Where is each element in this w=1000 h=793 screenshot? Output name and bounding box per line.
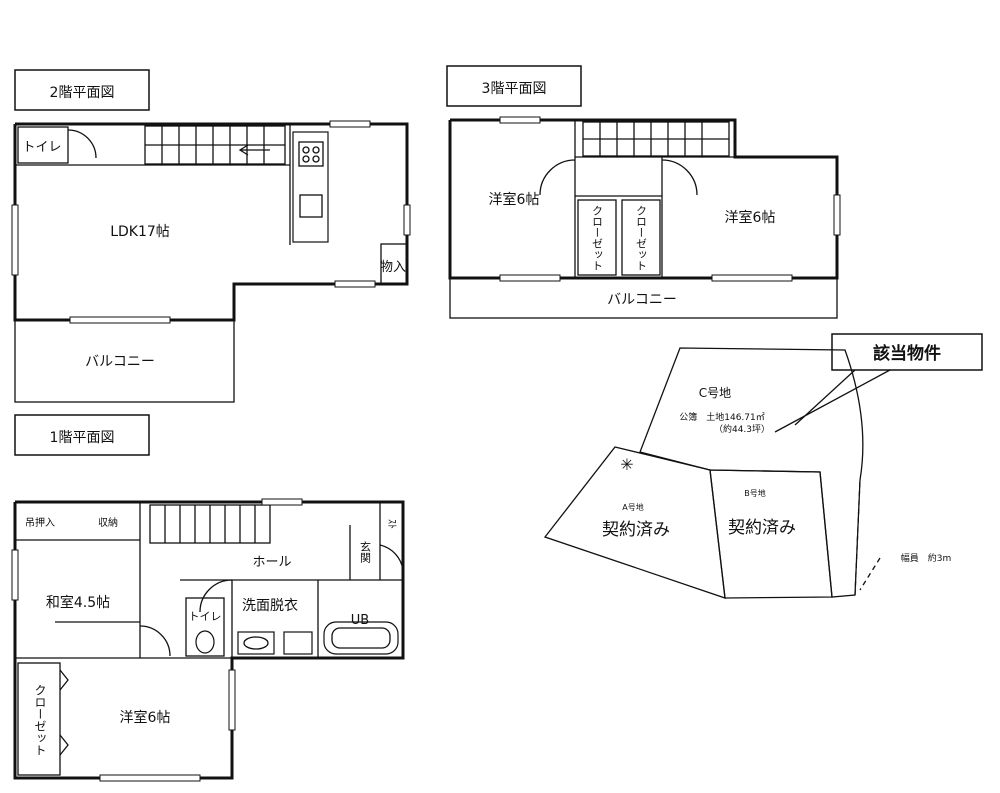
window [11, 204, 19, 276]
floor1-closet-outline [17, 662, 61, 776]
closet-a-outline [577, 199, 617, 276]
window [11, 549, 19, 601]
callout-leader [774, 369, 891, 433]
door-swing [199, 579, 233, 613]
lot-c-outline [639, 347, 864, 598]
closet-b-outline [621, 199, 661, 276]
floor2-balcony-label: バルコニー [85, 354, 155, 370]
lot-a-title: A号地 [622, 502, 643, 512]
lot-c-title: C号地 [699, 386, 731, 400]
window [499, 274, 561, 282]
site-callout-label: 該当物件 [873, 343, 941, 364]
window [833, 194, 841, 236]
floor1-shoes-label: ｽﾄ [386, 519, 397, 529]
floor2-walls [13, 122, 409, 322]
floor2-storage-label: 物入 [380, 260, 406, 275]
window [711, 274, 793, 282]
road-width-label: 幅員 約3m [901, 552, 952, 564]
window [329, 120, 371, 128]
window [99, 774, 201, 782]
floor2-ldk-label: LDK17帖 [110, 224, 170, 240]
door-swing [379, 544, 404, 571]
window [228, 669, 236, 731]
floor1-closet-label: クローゼット [33, 684, 47, 756]
window [403, 204, 411, 236]
washing-machine [283, 631, 313, 655]
floor2-toilet-room [17, 126, 69, 164]
floor1-entrance-label: 玄関 [359, 540, 372, 563]
floor3-east-room-label: 洋室6帖 [725, 209, 776, 226]
floor1-hall-label: ホール [252, 555, 291, 570]
floor2-toilet-label: トイレ [22, 140, 61, 155]
floor2-title-box [14, 69, 150, 111]
road-edge [854, 479, 861, 596]
floor1-storage-left-label: 吊押入 [25, 516, 55, 529]
lot-b-title: B号地 [744, 488, 766, 498]
window [69, 316, 171, 324]
north-arrow-icon: ✳ [620, 455, 633, 474]
floor3-plan: 3階平面図 クローゼット クローゼット 洋室6 [446, 65, 841, 319]
lot-c-area-tsubo: （約44.3坪） [714, 423, 770, 435]
window [499, 116, 541, 124]
floor1-toilet-room [185, 597, 225, 657]
floor3-balcony-outline [449, 277, 838, 319]
floor1-western-room-label: 洋室6帖 [120, 709, 171, 726]
road-leader [859, 557, 881, 591]
floor2-title: 2階平面図 [50, 85, 115, 101]
floor1-stairs [149, 504, 271, 544]
floor1-title-box [14, 414, 150, 456]
door-swing [67, 129, 97, 159]
floor2-stairs [144, 125, 286, 165]
bath-tub [323, 621, 399, 655]
lot-c-area: 公簿 土地146.71㎡ [679, 411, 765, 423]
window [261, 498, 303, 506]
floor3-closet-a-label: クローゼット [591, 205, 604, 271]
lot-a-status: 契約済み [602, 520, 670, 540]
floor1-japanese-room-label: 和室4.5帖 [46, 594, 110, 611]
floor1-bath-label: UB [351, 613, 369, 628]
lot-b-outline [709, 469, 833, 599]
floor1-storage-right-label: 収納 [98, 516, 118, 529]
wash-basin [237, 631, 275, 655]
floor1-title: 1階平面図 [50, 430, 115, 446]
window [334, 280, 376, 288]
kitchen-counter [292, 131, 329, 243]
floor2-plan: 2階平面図 トイレ 物 [11, 69, 411, 403]
floor1-toilet-label: トイレ [189, 610, 222, 623]
floor3-title-box [446, 65, 582, 107]
floor3-stairs [582, 121, 730, 157]
floor1-washroom-label: 洗面脱衣 [242, 598, 298, 614]
floor1-plan: 1階平面図 [11, 414, 405, 782]
door-swing [661, 159, 698, 196]
floor3-balcony-label: バルコニー [607, 292, 677, 308]
site-plan: 該当物件 ✳ C号地 公簿 土地146.71㎡ （約44.3坪） A号地 契約済… [543, 333, 983, 599]
floor3-closet-b-label: クローゼット [635, 205, 648, 271]
door-swing [139, 625, 171, 657]
toilet-fixture [195, 630, 215, 654]
floor3-west-room-label: 洋室6帖 [489, 191, 540, 208]
door-swing [539, 159, 576, 196]
callout-box [831, 333, 983, 371]
floor3-title: 3階平面図 [482, 81, 547, 97]
lot-b-status: 契約済み [728, 518, 796, 538]
